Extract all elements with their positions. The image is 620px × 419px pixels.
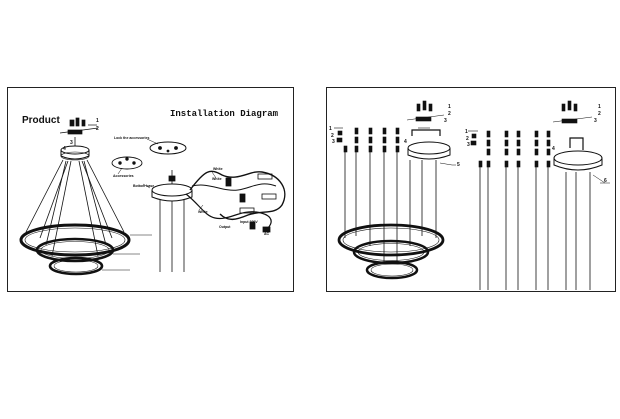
top-a-part-number-1: 1 (448, 104, 451, 110)
product-chandelier (19, 117, 152, 276)
top-b-part-number-3: 3 (594, 118, 597, 124)
right-part-number-4: 4 (404, 139, 407, 145)
callout-6: 6 (604, 178, 607, 184)
label-white-3: White (198, 210, 208, 214)
label-bottom-base: Bottom base (133, 184, 155, 188)
top-a-part-number-3: 3 (444, 118, 447, 124)
right-part-number-2: 2 (331, 133, 334, 139)
product-diagram-panel (7, 87, 294, 292)
right-part-number-1: 1 (329, 126, 332, 132)
pin-columns (343, 127, 400, 153)
label-lock-accessories: Lock the accessories (114, 136, 150, 140)
right-part-number-3: 3 (332, 139, 335, 145)
part-number-3: 3 (70, 140, 73, 146)
installation-diagram (111, 138, 286, 272)
lower-part-number-2: 2 (466, 136, 469, 142)
label-white-2: White (212, 177, 222, 181)
top-a-part-number-2: 2 (448, 111, 451, 117)
product-title: Product (22, 115, 60, 126)
part-number-1: 1 (96, 118, 99, 124)
lower-part-number-1: 1 (465, 129, 468, 135)
label-input: Input 220V (240, 220, 258, 224)
top-b-part-number-2: 2 (598, 111, 601, 117)
lower-part-number-3: 3 (467, 142, 470, 148)
right-chandelier-assembly (334, 100, 456, 280)
label-ac: AC (264, 232, 270, 236)
label-white-1: White (213, 167, 223, 171)
lower-part-number-4: 4 (552, 146, 555, 152)
top-b-part-number-1: 1 (598, 104, 601, 110)
label-accessories: Accessories (113, 174, 134, 178)
callout-5: 5 (457, 162, 460, 168)
right-exploded-view (468, 100, 610, 290)
part-number-4: 4 (63, 146, 66, 152)
part-number-2: 2 (96, 126, 99, 132)
label-output: Output (219, 225, 231, 229)
installation-diagram-title: Installation Diagram (170, 109, 279, 119)
